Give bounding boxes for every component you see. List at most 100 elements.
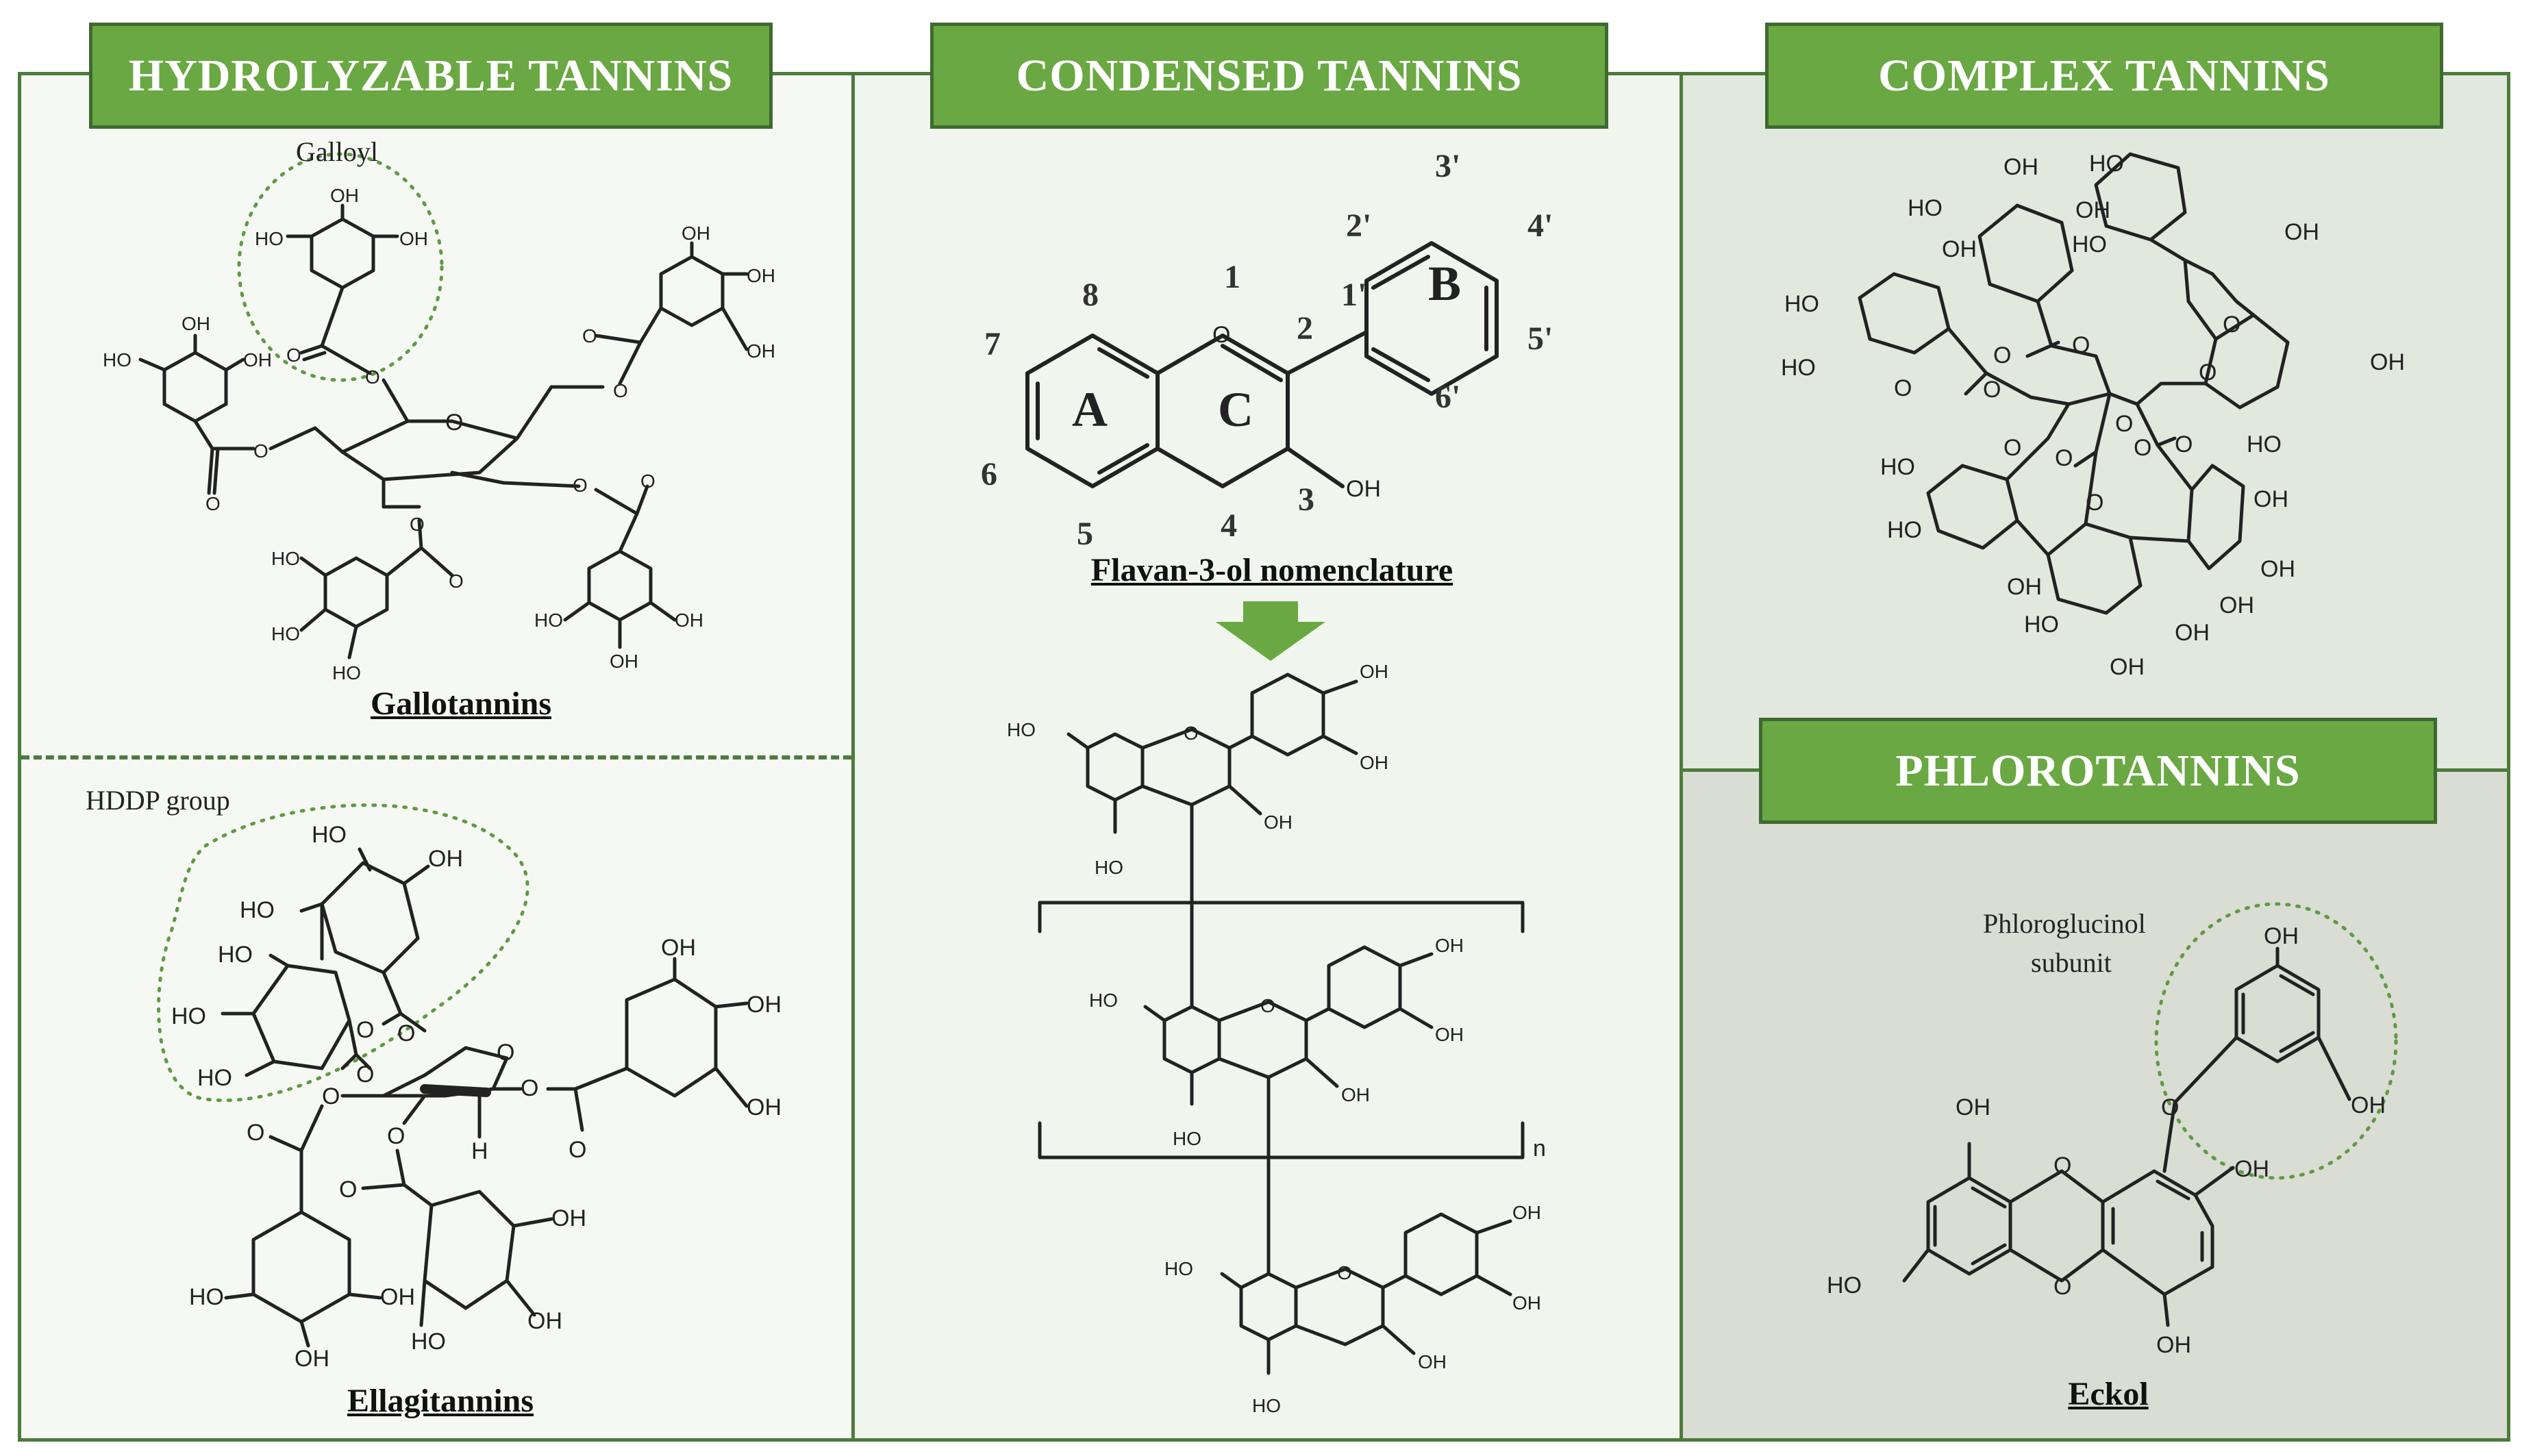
gallotannins-caption: Gallotannins bbox=[370, 686, 552, 722]
oh-label: HO bbox=[2024, 612, 2059, 638]
oh-label: OH bbox=[2284, 219, 2319, 245]
position-1-prime: 1' bbox=[1341, 277, 1366, 313]
oh-label: HO bbox=[1089, 990, 1118, 1011]
o-label: O bbox=[2086, 490, 2103, 516]
position-1: 1 bbox=[1224, 259, 1240, 295]
ring-oxygen: O bbox=[1212, 322, 1230, 348]
oh-label: OH bbox=[2253, 486, 2288, 512]
repeat-bracket-close bbox=[1038, 1121, 1525, 1159]
oh-label: OH bbox=[527, 1308, 562, 1334]
position-2-prime: 2' bbox=[1346, 208, 1371, 244]
hddp-highlight bbox=[157, 803, 529, 1102]
o-label: O bbox=[365, 366, 380, 388]
o-label: O bbox=[1337, 1262, 1352, 1283]
position-3-prime: 3' bbox=[1435, 148, 1460, 184]
o-label: O bbox=[247, 1120, 264, 1146]
o-label: O bbox=[613, 380, 628, 401]
oh-label: OH bbox=[1360, 661, 1388, 682]
o-label: O bbox=[2223, 312, 2240, 338]
o-label: O bbox=[205, 493, 221, 514]
ring-c-label: C bbox=[1218, 382, 1253, 437]
o-label: O bbox=[1993, 342, 2011, 368]
o-label: O bbox=[339, 1177, 357, 1203]
oh-label: OH bbox=[1942, 236, 1977, 262]
oh-label: OH bbox=[2075, 197, 2110, 223]
oh-label: OH bbox=[747, 1094, 782, 1120]
o-label: O bbox=[356, 1017, 374, 1043]
complex-o-labels: O O O O O O O O O O O O bbox=[1894, 312, 2240, 516]
o-label: O bbox=[356, 1062, 374, 1088]
flavanol-unit-top: HO HO OH OH OH O bbox=[1007, 661, 1388, 909]
o-label: O bbox=[449, 570, 464, 592]
flavanol-unit-bottom: HO HO OH OH OH O bbox=[1164, 1202, 1541, 1416]
phlorotannins-panel bbox=[1680, 768, 2510, 1442]
position-7: 7 bbox=[984, 326, 1001, 362]
oh-label: HO bbox=[1887, 517, 1922, 543]
position-4: 4 bbox=[1221, 507, 1237, 544]
o-label: O bbox=[1894, 375, 1912, 401]
eckol-ring-left bbox=[1926, 1176, 2012, 1276]
h-label: H bbox=[471, 1138, 488, 1164]
oh-label: OH bbox=[2003, 154, 2038, 180]
eckol-phloroglucinol-ring bbox=[2234, 964, 2321, 1064]
o-label: O bbox=[2175, 431, 2193, 457]
oh-label: HO bbox=[171, 1003, 206, 1029]
oh-label: OH bbox=[295, 1346, 329, 1372]
o-label: O bbox=[521, 1075, 538, 1101]
glucose-chair bbox=[382, 1046, 509, 1098]
ring-oxygen: O bbox=[445, 410, 463, 436]
oh-label: OH bbox=[610, 651, 638, 672]
oh-label: HO bbox=[332, 662, 361, 683]
oh-label: HO bbox=[1173, 1128, 1201, 1149]
oh-label: OH bbox=[661, 935, 696, 961]
oh-label: OH bbox=[428, 846, 463, 872]
oh-label: HO bbox=[1095, 857, 1123, 878]
o-label: O bbox=[573, 475, 588, 496]
ring-oxygen: O bbox=[2053, 1153, 2071, 1179]
position-5-prime: 5' bbox=[1527, 321, 1553, 357]
oh-label: OH bbox=[2219, 592, 2254, 618]
oh-label: HO bbox=[1164, 1258, 1193, 1279]
position-4-prime: 4' bbox=[1527, 208, 1553, 244]
oh-label: OH bbox=[1418, 1351, 1447, 1372]
oh-label: HO bbox=[103, 349, 132, 371]
condensed-tannins-header: CONDENSED TANNINS bbox=[930, 23, 1608, 129]
oh-label: HO bbox=[2072, 231, 2107, 258]
oh-label: OH bbox=[2234, 1156, 2269, 1182]
oh-label: HO bbox=[534, 610, 563, 631]
repeat-bracket-open bbox=[1038, 901, 1525, 933]
position-5: 5 bbox=[1077, 516, 1093, 552]
eckol-ring-right bbox=[2101, 1169, 2214, 1296]
oh-label: OH bbox=[551, 1205, 586, 1231]
o-label: O bbox=[322, 1083, 340, 1109]
ether-oxygen: O bbox=[2161, 1094, 2179, 1120]
oh-label: HO bbox=[1908, 195, 1943, 221]
o-label: O bbox=[397, 1020, 415, 1046]
o-label: O bbox=[2055, 445, 2073, 471]
oh-label: OH bbox=[2370, 349, 2405, 375]
position-3: 3 bbox=[1298, 481, 1314, 518]
oh-label: HO bbox=[312, 822, 347, 848]
oh-label: OH bbox=[675, 610, 703, 631]
oh-label: OH bbox=[1346, 476, 1381, 502]
oh-label: OH bbox=[1435, 935, 1464, 956]
oh-label: HO bbox=[1252, 1395, 1281, 1416]
oh-label: HO bbox=[2247, 431, 2282, 457]
oh-label: OH bbox=[330, 185, 359, 206]
oh-label: OH bbox=[243, 349, 272, 371]
flavanol-unit-middle: HO HO OH OH OH O bbox=[1089, 905, 1464, 1276]
oh-label: HO bbox=[1827, 1272, 1862, 1298]
phloroglucinol-label-line1: Phloroglucinol bbox=[1983, 908, 2146, 939]
oh-label: HO bbox=[1784, 291, 1819, 317]
oh-label: OH bbox=[1956, 1094, 1990, 1120]
oh-label: OH bbox=[2110, 654, 2145, 680]
repeat-subscript: n bbox=[1533, 1135, 1546, 1162]
oh-label: OH bbox=[2351, 1092, 2386, 1118]
hydrolyzable-tannins-header: HYDROLYZABLE TANNINS bbox=[89, 23, 773, 129]
ring-oxygen: O bbox=[497, 1040, 514, 1066]
oh-label: OH bbox=[747, 340, 775, 362]
oh-label: HO bbox=[189, 1284, 224, 1310]
